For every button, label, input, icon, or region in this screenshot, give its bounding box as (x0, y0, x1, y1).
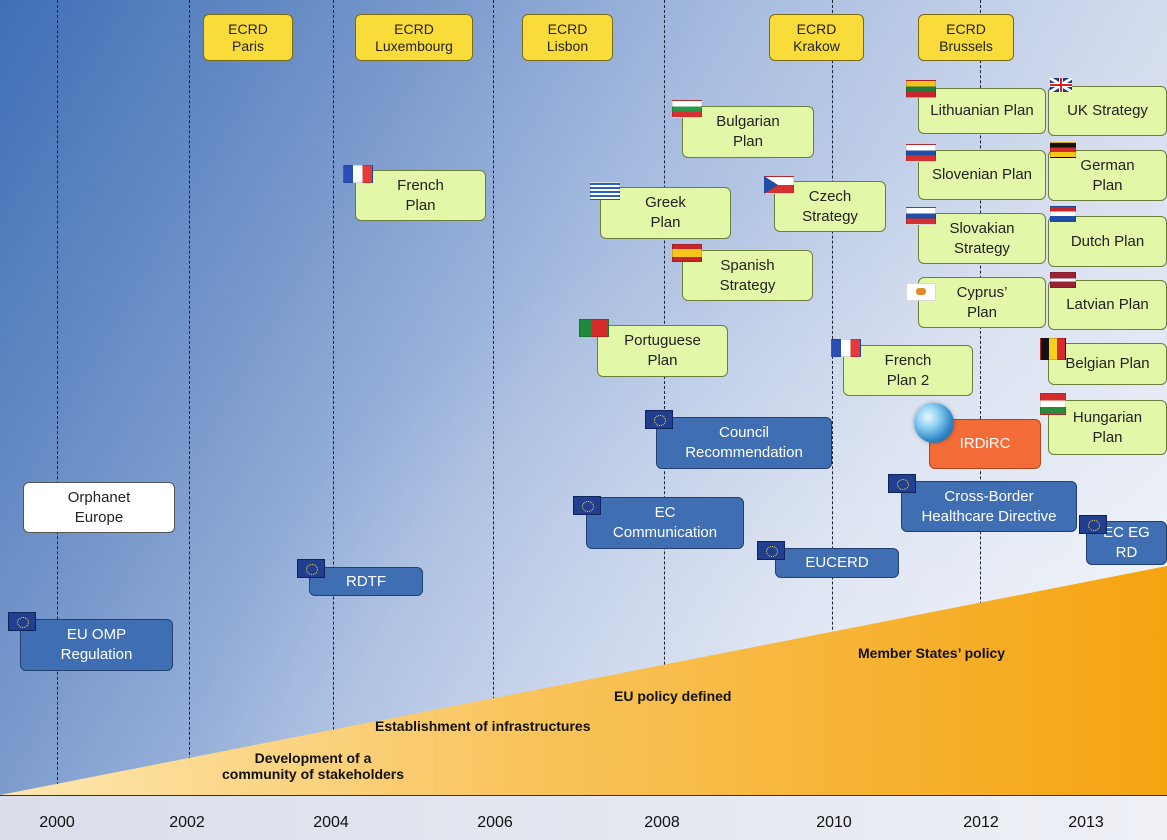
year-gridline (189, 0, 190, 795)
lithuania-flag-icon (906, 80, 936, 98)
ecrd-city: Luxembourg (375, 37, 453, 54)
council-recommendation: Council Recommendation (656, 417, 832, 469)
year-gridline (832, 0, 833, 795)
spain-flag-icon (672, 244, 702, 262)
year-label: 2013 (1068, 814, 1104, 831)
rdtf: RDTF (309, 567, 423, 596)
ecrd-city: Paris (232, 37, 264, 54)
hungary-flag-icon (1040, 393, 1066, 415)
ecrd-brussels: ECRD Brussels (918, 14, 1014, 61)
ec-eg-rd: EC EG RD (1086, 521, 1167, 565)
bulgaria-flag-icon (672, 100, 702, 118)
ecrd-city: Krakow (793, 37, 840, 54)
wedge-label-infrastructures: Establishment of infrastructures (375, 718, 591, 734)
eu-flag-icon (645, 410, 673, 429)
ecrd-title: ECRD (946, 20, 986, 37)
ec-communication: EC Communication (586, 497, 744, 549)
cyprus-flag-icon (906, 283, 936, 301)
year-label: 2002 (169, 814, 205, 831)
year-label: 2010 (816, 814, 852, 831)
plan-slovakian: Slovakian Strategy (918, 213, 1046, 264)
slovenia-flag-icon (906, 144, 936, 162)
year-label: 2004 (313, 814, 349, 831)
eu-flag-icon (757, 541, 785, 560)
ecrd-title: ECRD (547, 20, 588, 37)
plan-french-2: French Plan 2 (843, 345, 973, 396)
netherlands-flag-icon (1050, 206, 1076, 222)
plan-dutch: Dutch Plan (1048, 216, 1167, 267)
wedge-label-eu-policy: EU policy defined (614, 688, 732, 704)
latvia-flag-icon (1050, 272, 1076, 288)
year-gridline (493, 0, 494, 795)
ecrd-krakow: ECRD Krakow (769, 14, 864, 61)
ecrd-title: ECRD (228, 20, 268, 37)
uk-cross (1050, 78, 1072, 92)
plan-slovenian: Slovenian Plan (918, 150, 1046, 200)
wedge-label-member-states: Member States’ policy (858, 645, 1006, 661)
plan-greek: Greek Plan (600, 187, 731, 239)
wedge-label-community: Development of a community of stakeholde… (222, 750, 405, 782)
czech-republic-flag-icon (764, 176, 794, 194)
germany-flag-icon (1050, 142, 1076, 158)
ecrd-city: Brussels (939, 37, 993, 54)
united-kingdom-flag-icon (1050, 78, 1072, 92)
plan-uk: UK Strategy (1048, 86, 1167, 136)
cross-border-healthcare-directive: Cross-Border Healthcare Directive (901, 481, 1077, 532)
orphanet-europe: Orphanet Europe (23, 482, 175, 533)
plan-lithuanian: Lithuanian Plan (918, 88, 1046, 134)
wedge-shape (0, 566, 1167, 795)
year-gridline (664, 0, 665, 795)
ecrd-lisbon: ECRD Lisbon (522, 14, 613, 61)
eucerd: EUCERD (775, 548, 899, 578)
year-gridline (57, 0, 58, 795)
slovakia-flag-icon (906, 207, 936, 225)
plan-bulgarian: Bulgarian Plan (682, 106, 814, 158)
plan-portuguese: Portuguese Plan (597, 325, 728, 377)
ecrd-luxembourg: ECRD Luxembourg (355, 14, 473, 61)
plan-czech: Czech Strategy (774, 181, 886, 232)
ecrd-title: ECRD (796, 20, 837, 37)
year-gridline (980, 0, 981, 795)
globe-icon (914, 403, 954, 443)
eu-flag-icon (297, 559, 325, 578)
eu-flag-icon (573, 496, 601, 515)
plan-latvian: Latvian Plan (1048, 280, 1167, 330)
plan-spanish: Spanish Strategy (682, 250, 813, 301)
ecrd-paris: ECRD Paris (203, 14, 293, 61)
ecrd-title: ECRD (394, 20, 434, 37)
plan-cyprus: Cyprus’ Plan (918, 277, 1046, 328)
france-flag-icon (343, 165, 373, 183)
year-label: 2006 (477, 814, 513, 831)
year-label: 2008 (644, 814, 680, 831)
eu-flag-icon (1079, 515, 1107, 534)
czech-triangle (764, 176, 778, 194)
plan-hungarian: Hungarian Plan (1048, 400, 1167, 455)
france-flag-icon (831, 339, 861, 357)
year-label: 2000 (39, 814, 75, 831)
year-gridline (333, 0, 334, 795)
plan-german: German Plan (1048, 150, 1167, 201)
eu-flag-icon (8, 612, 36, 631)
cyprus-island-shape (916, 288, 926, 295)
plan-belgian: Belgian Plan (1048, 343, 1167, 385)
ecrd-city: Lisbon (546, 37, 589, 54)
eu-flag-icon (888, 474, 916, 493)
greece-flag-icon (590, 182, 620, 200)
portugal-flag-icon (579, 319, 609, 337)
plan-french: French Plan (355, 170, 486, 221)
eu-omp-regulation: EU OMP Regulation (20, 619, 173, 671)
year-axis (0, 795, 1167, 840)
belgium-flag-icon (1040, 338, 1066, 360)
year-label: 2012 (963, 814, 999, 831)
